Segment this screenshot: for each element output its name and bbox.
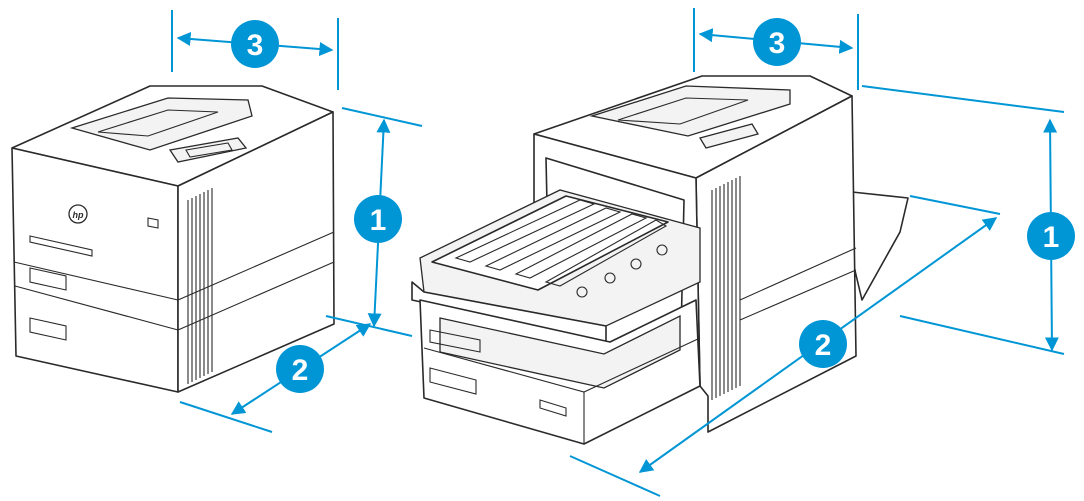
callout-label: 1 [370, 204, 387, 237]
side-vent [187, 188, 213, 384]
callout-right-height: 1 [1027, 212, 1075, 260]
callout-label: 1 [1043, 221, 1060, 254]
callout-label: 2 [815, 329, 832, 362]
rear-paper-tray [851, 191, 909, 301]
callout-left-depth: 2 [276, 345, 324, 393]
control-panel-open [698, 123, 760, 149]
callout-right-depth: 2 [799, 320, 847, 368]
output-tray-open [589, 85, 791, 137]
output-tray [69, 97, 253, 151]
callout-label: 3 [769, 27, 786, 60]
printer-closed: hp [11, 85, 335, 393]
callout-left-width: 3 [231, 20, 279, 68]
printer-open [411, 75, 909, 445]
svg-text:hp: hp [73, 210, 84, 220]
callout-label: 3 [247, 29, 264, 62]
callout-right-width: 3 [753, 18, 801, 66]
callout-left-height: 1 [354, 195, 402, 243]
hp-logo-icon: hp [68, 204, 88, 224]
toner-drawer-front [411, 281, 607, 343]
callout-label: 2 [292, 354, 309, 387]
